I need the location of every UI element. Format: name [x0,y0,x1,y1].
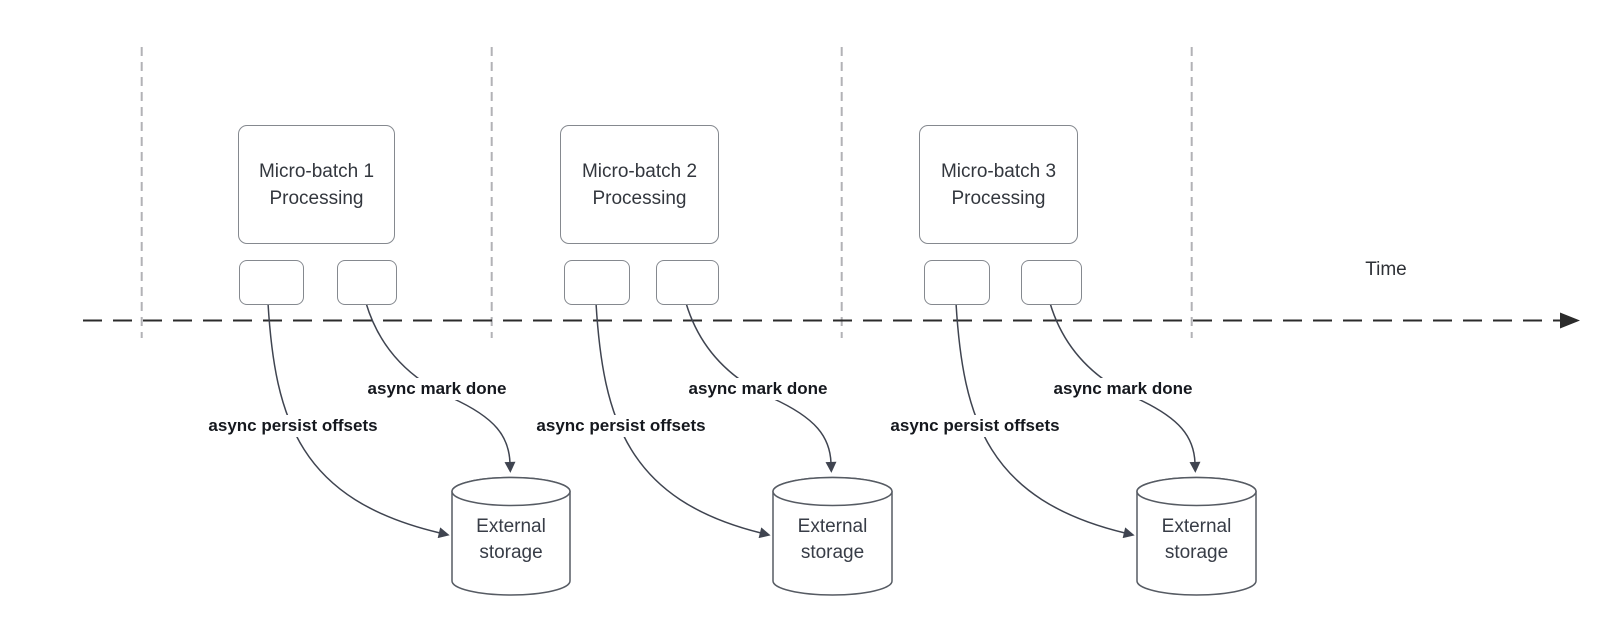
done-task-box-1 [337,260,397,305]
timeline-arrowhead-icon [1560,312,1580,329]
persist-offsets-arrow-1 [267,302,450,539]
persist-offsets-arrow-3 [955,302,1135,539]
mark-done-label-3: async mark done [1049,378,1197,400]
done-task-box-2 [656,260,719,305]
offset-task-box-3 [924,260,990,305]
cylinder-top-ellipse [1136,476,1257,507]
offset-task-box-2 [564,260,630,305]
cylinder-top-ellipse [772,476,893,507]
external-storage-label-2: External storage [797,516,868,563]
time-label: Time [1365,259,1407,280]
external-storage-label-1: External storage [476,516,546,563]
external-storage-label-3: External storage [1161,516,1232,563]
micro-batch-box-label: Micro-batch 2 Processing [581,160,698,209]
external-storage-cylinder-3 [1136,476,1257,596]
persist-offsets-label-2: async persist offsets [532,415,710,437]
done-task-box-3 [1021,260,1082,305]
persist-offsets-arrow-2 [595,302,771,539]
external-storage-cylinder-2 [772,476,893,596]
persist-offsets-label-1: async persist offsets [204,415,382,437]
cylinder-top-ellipse [451,476,571,507]
micro-batch-box-1: Micro-batch 1 Processing [238,125,395,244]
mark-done-label-2: async mark done [684,378,832,400]
external-storage-cylinder-1 [451,476,571,596]
micro-batch-box-2: Micro-batch 2 Processing [560,125,719,244]
offset-task-box-1 [239,260,304,305]
micro-batch-box-3: Micro-batch 3 Processing [919,125,1078,244]
persist-offsets-label-3: async persist offsets [886,415,1064,437]
micro-batch-box-label: Micro-batch 1 Processing [258,160,375,209]
mark-done-label-1: async mark done [363,378,511,400]
micro-batch-box-label: Micro-batch 3 Processing [940,160,1057,209]
